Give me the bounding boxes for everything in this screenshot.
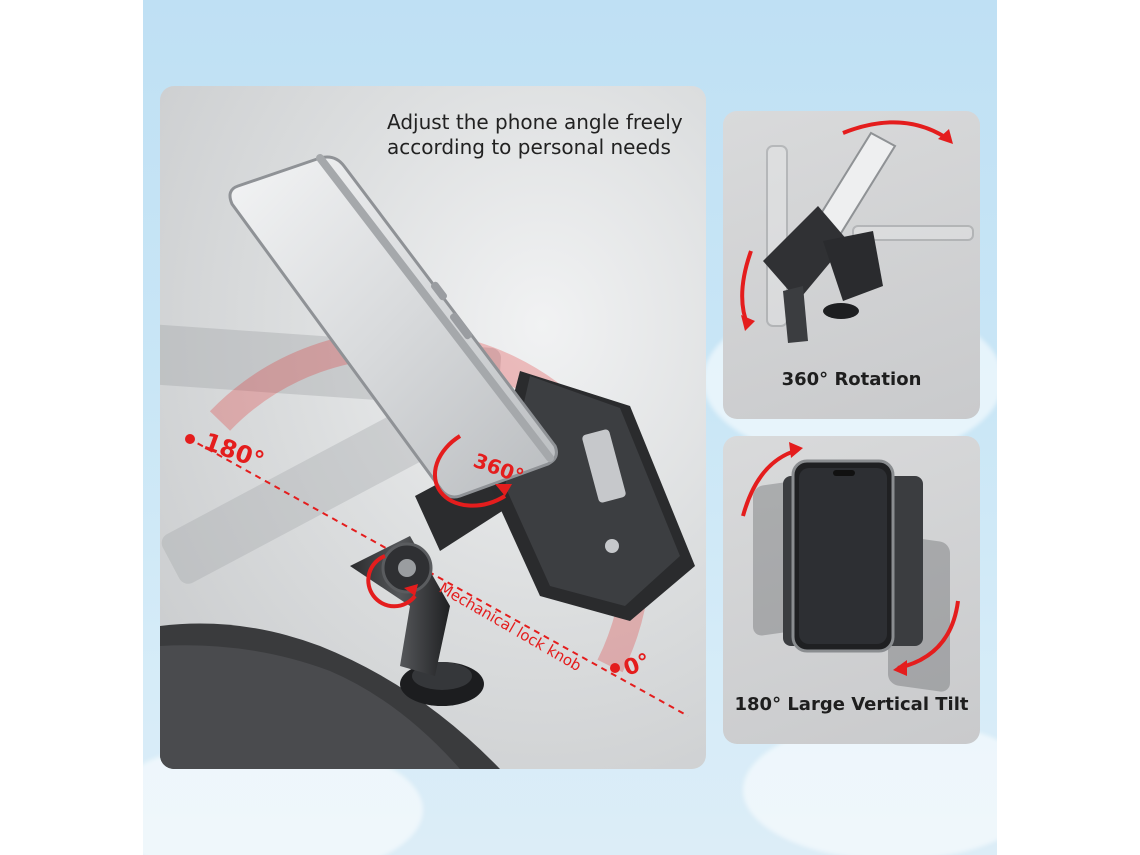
marker-dot <box>610 663 620 673</box>
rotation-arrow-knob <box>366 554 417 609</box>
tilt-panel: 180° Large Vertical Tilt <box>723 436 980 744</box>
arrow-head <box>789 442 803 458</box>
tank-bag-highlight <box>160 645 460 769</box>
main-product-panel: 180° 360° 0° Mechanical lock knob Adjust… <box>160 86 706 769</box>
rotation-arrow-top <box>842 120 950 141</box>
marker-dot <box>185 434 195 444</box>
arrow-head <box>893 660 907 676</box>
tilt-caption: 180° Large Vertical Tilt <box>734 694 969 715</box>
rotation-caption: 360° Rotation <box>781 369 922 390</box>
phone-front <box>791 459 895 653</box>
clamp-screw <box>605 539 619 553</box>
main-caption: Adjust the phone angle freely according … <box>387 110 683 159</box>
clamp-button <box>582 429 626 503</box>
rotation-panel: 360° Rotation <box>723 111 980 419</box>
arrow-head <box>495 484 512 496</box>
holder <box>763 206 883 343</box>
main-product-illustration: 180° 360° 0° Mechanical lock knob <box>160 154 695 769</box>
arrow-head <box>741 315 755 331</box>
lock-knob-bolt <box>398 559 416 577</box>
arrow-head <box>938 129 953 144</box>
tilt-arrow-bottom <box>897 600 960 670</box>
tilt-arrow-top <box>741 448 799 517</box>
rotation-arrow-360 <box>432 434 507 508</box>
rotation-arrow-left <box>740 250 753 327</box>
dashed-reference-line <box>187 437 689 717</box>
rotation-illustration <box>740 120 974 343</box>
arrow-head <box>404 584 418 596</box>
phone <box>228 154 558 499</box>
tilt-illustration <box>741 442 960 692</box>
phone-clamp-face <box>505 376 680 606</box>
label-180: 180° <box>200 427 268 475</box>
